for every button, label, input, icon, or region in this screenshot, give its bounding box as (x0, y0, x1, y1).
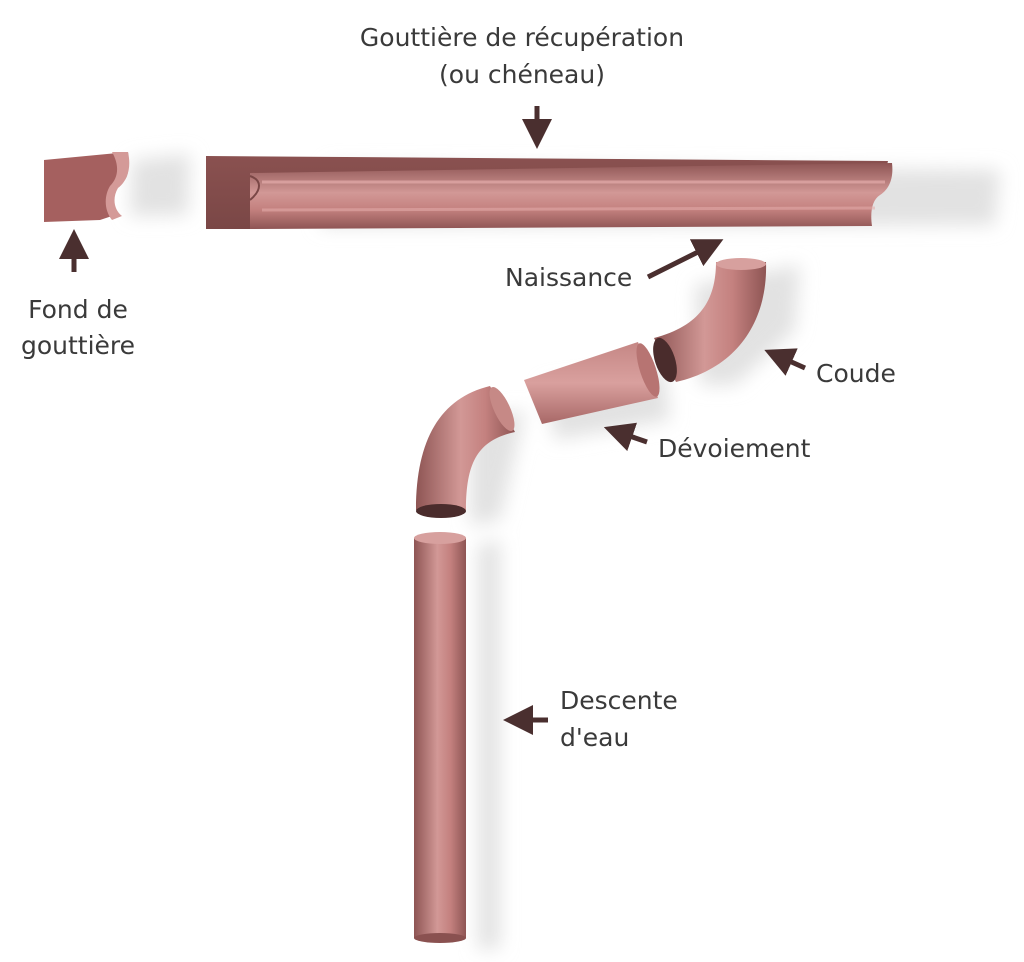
label-gutter-line2: (ou chéneau) (439, 60, 605, 89)
label-downpipe-line2: d'eau (560, 723, 629, 752)
downpipe (414, 532, 466, 943)
labels: Gouttière de récupération (ou chéneau) F… (21, 23, 896, 752)
label-offset: Dévoiement (658, 434, 811, 463)
label-downpipe-line1: Descente (560, 686, 678, 715)
end-cap (44, 152, 130, 222)
label-end-cap-line2: gouttière (21, 331, 135, 360)
elbow-upper (653, 258, 767, 383)
offset-pipe (524, 342, 660, 424)
annotation-arrows (59, 106, 807, 735)
label-elbow: Coude (816, 359, 896, 388)
elbow-lower (416, 386, 515, 518)
arrow-icon (646, 239, 724, 280)
arrow-icon (764, 348, 807, 376)
arrow-icon (603, 422, 648, 452)
label-end-cap-line1: Fond de (28, 295, 128, 324)
gutter (206, 156, 893, 229)
label-gutter-line1: Gouttière de récupération (360, 23, 684, 52)
label-outlet: Naissance (505, 263, 632, 292)
